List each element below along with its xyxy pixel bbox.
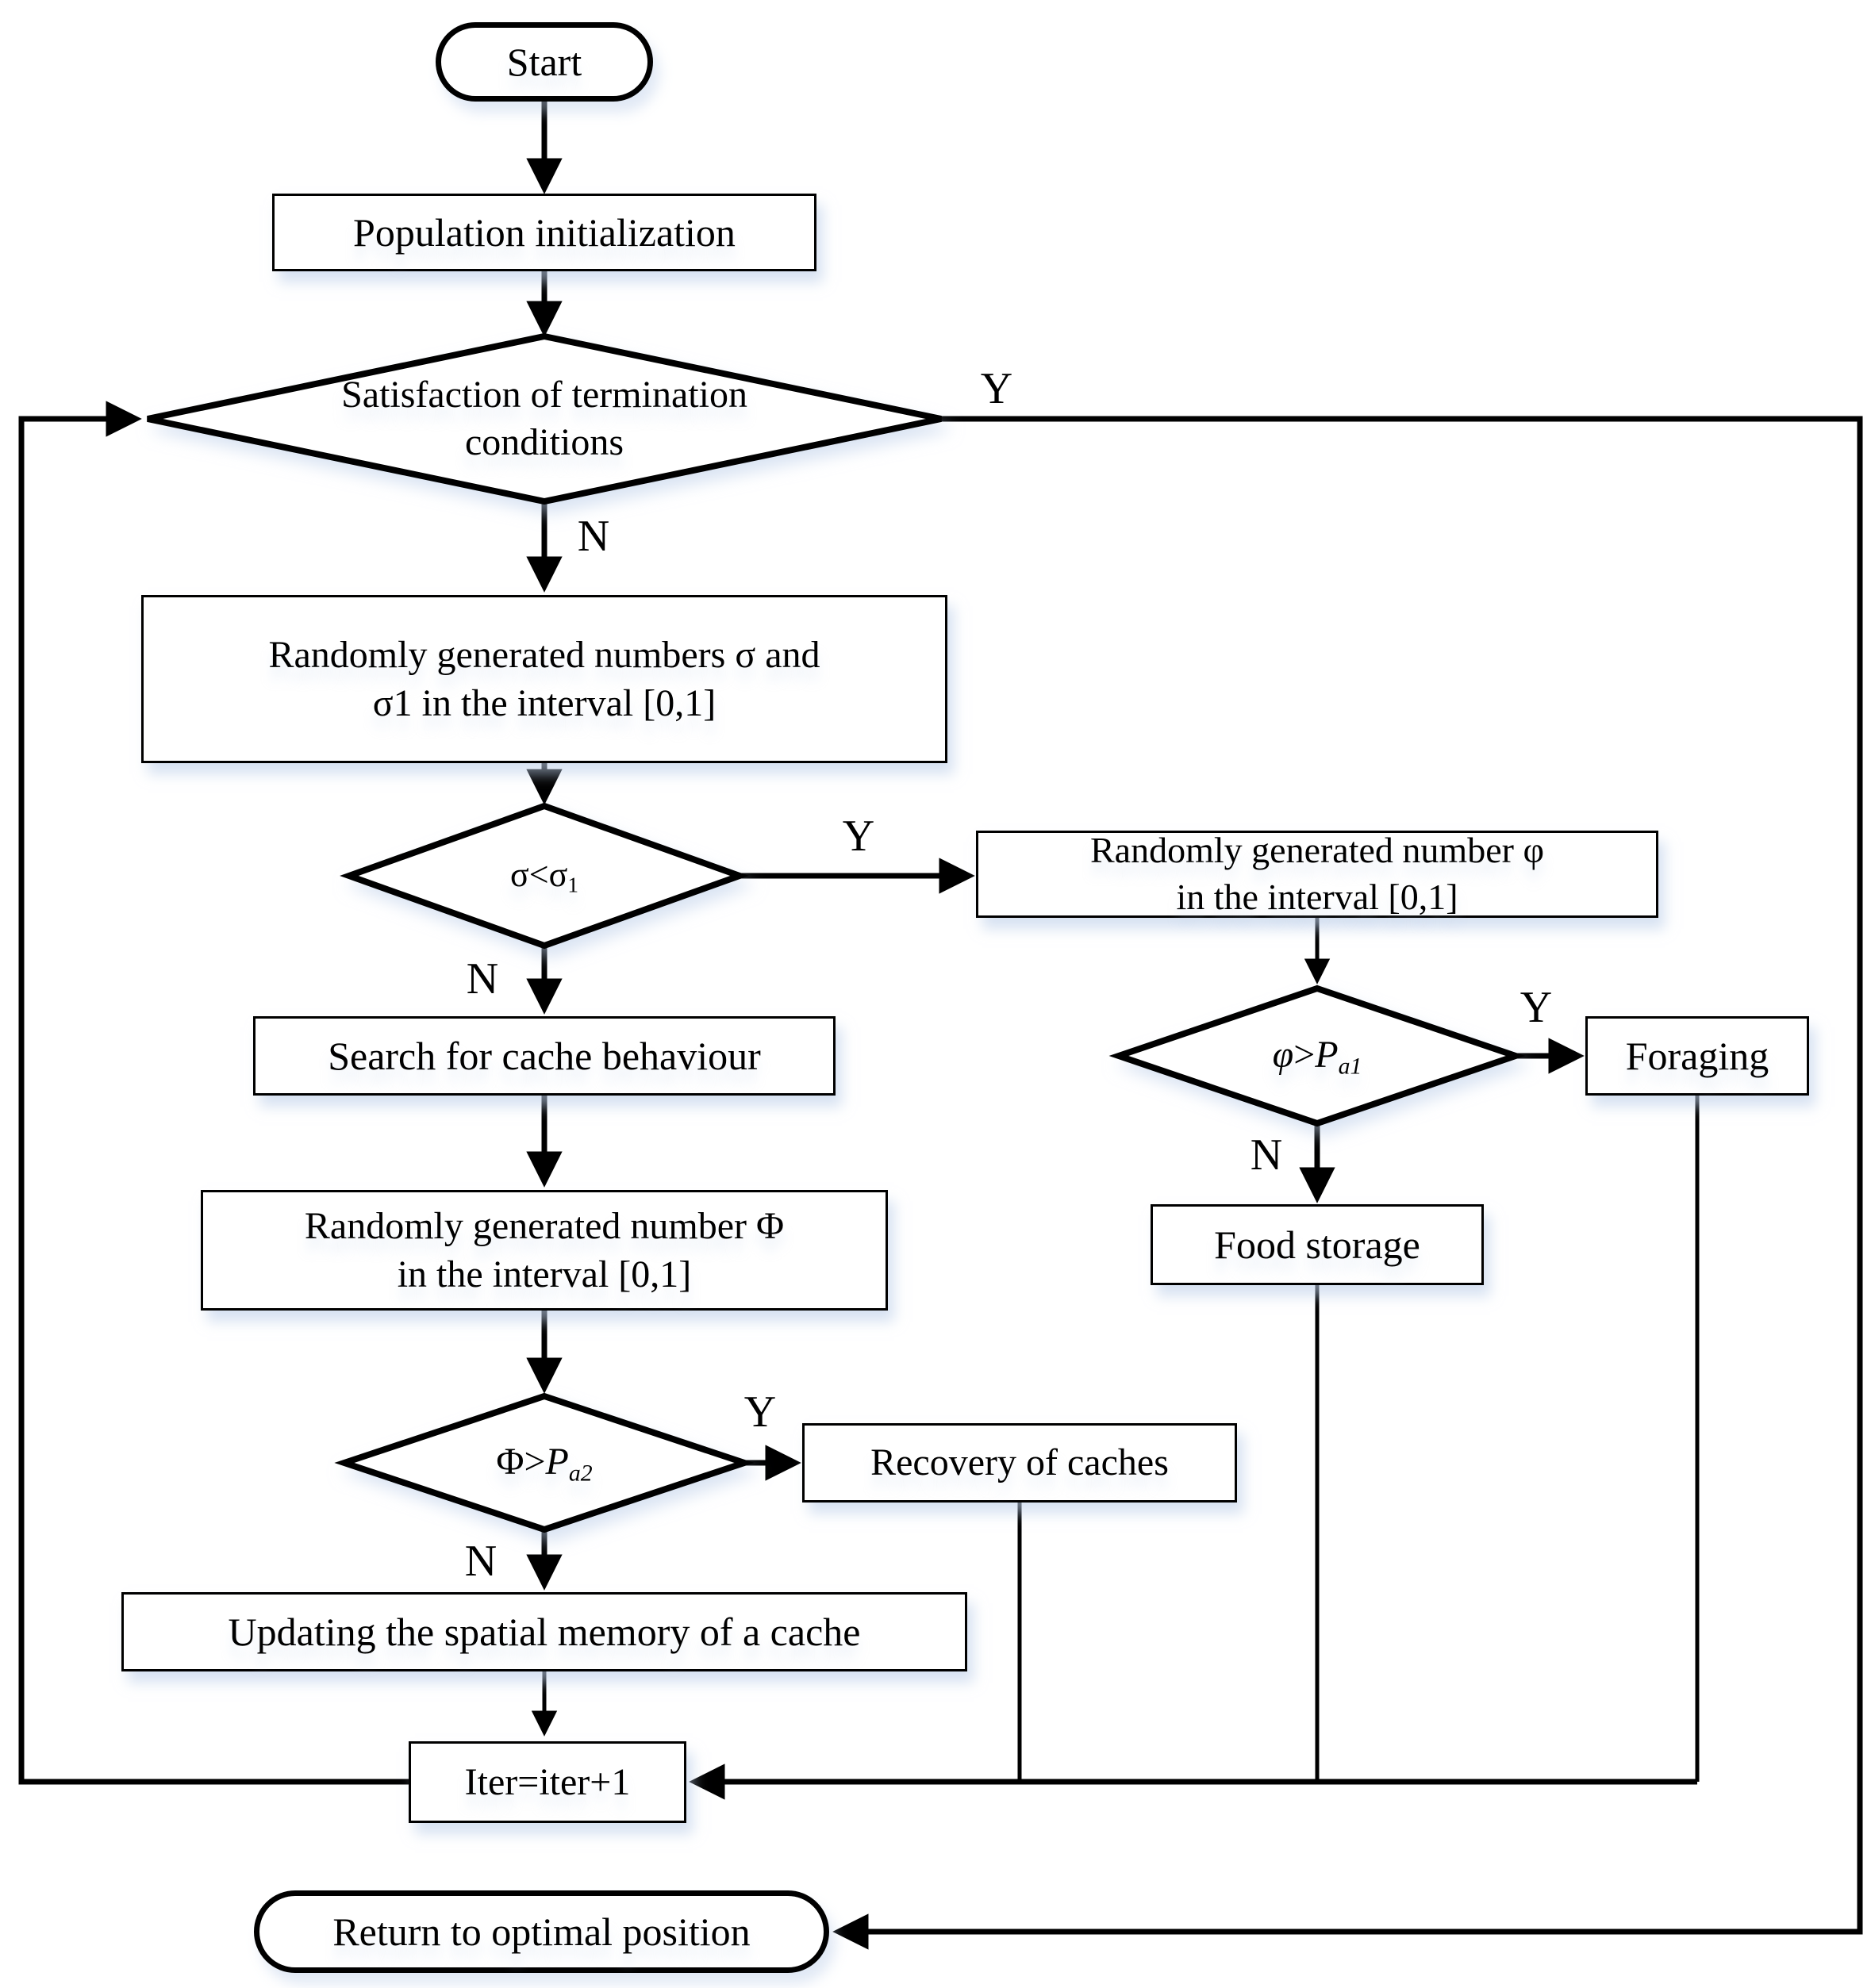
Phi-diamond-shape [334, 1392, 755, 1533]
termination-line2: conditions [465, 421, 624, 463]
food-storage-label: Food storage [1214, 1222, 1420, 1267]
phi-yes-label: Y [1519, 983, 1553, 1032]
updating-memory-label: Updating the spatial memory of a cache [228, 1610, 861, 1654]
updating-memory-node: Updating the spatial memory of a cache [121, 1592, 967, 1671]
termination-diamond-shape [147, 332, 942, 505]
phi-check-rhs: P [1315, 1033, 1339, 1076]
foraging-node: Foraging [1585, 1016, 1809, 1096]
start-node: Start [436, 22, 653, 102]
edge-iter-loopback [18, 401, 409, 1785]
phi-check-op: > [1293, 1033, 1316, 1076]
phi-no-label: N [1250, 1130, 1283, 1180]
phi-diamond-shape [1108, 984, 1526, 1127]
random-phi-line2: in the interval [0,1] [1176, 877, 1458, 917]
Phi-check-label: Φ>Pa2 [417, 1423, 671, 1503]
termination-line1: Satisfaction of termination [341, 374, 747, 416]
food-storage-node: Food storage [1151, 1204, 1484, 1285]
edge-termination-yes [832, 416, 1863, 1950]
random-Phi-line1: Randomly generated number Φ [304, 1204, 785, 1247]
termination-yes-label: Y [980, 364, 1013, 413]
Phi-yes-label: Y [743, 1387, 777, 1437]
start-label: Start [506, 40, 582, 84]
sigma-check-op: < [528, 855, 549, 895]
Phi-check-op: > [524, 1440, 546, 1483]
random-sigma-node: Randomly generated numbers σ and σ1 in t… [141, 595, 947, 763]
foraging-label: Foraging [1625, 1034, 1769, 1078]
iteration-counter-node: Iter=iter+1 [409, 1741, 686, 1823]
recovery-node: Recovery of caches [802, 1423, 1237, 1503]
return-node: Return to optimal position [254, 1890, 829, 1973]
search-cache-node: Search for cache behaviour [253, 1016, 836, 1096]
sigma-no-label: N [466, 954, 499, 1004]
sigma-check-var: σ [510, 855, 529, 895]
termination-no-label: N [577, 512, 610, 561]
random-Phi-line2: in the interval [0,1] [397, 1253, 692, 1295]
search-cache-label: Search for cache behaviour [328, 1034, 761, 1078]
population-initialization-node: Population initialization [272, 194, 816, 271]
sigma-yes-label: Y [842, 812, 875, 861]
random-sigma-line1: Randomly generated numbers σ and [268, 633, 820, 676]
sigma-diamond-shape [340, 802, 749, 950]
iteration-counter-label: Iter=iter+1 [464, 1760, 631, 1803]
recovery-label: Recovery of caches [870, 1441, 1169, 1484]
sigma-check-sub: 1 [567, 873, 578, 897]
phi-check-var: φ [1272, 1033, 1294, 1076]
random-phi-node: Randomly generated number φ in the inter… [976, 830, 1658, 918]
Phi-check-var: Φ [496, 1440, 524, 1483]
sigma-check-rhs: σ [548, 855, 568, 895]
termination-diamond-label: Satisfaction of termination conditions [267, 351, 822, 486]
random-sigma-line2: σ1 in the interval [0,1] [372, 682, 717, 724]
Phi-no-label: N [464, 1537, 498, 1586]
sigma-check-label: σ<σ1 [425, 836, 663, 915]
phi-check-label: φ>Pa1 [1190, 1016, 1444, 1096]
random-phi-line1: Randomly generated number φ [1090, 830, 1544, 871]
Phi-check-sub: a2 [568, 1460, 593, 1487]
phi-check-sub: a1 [1338, 1053, 1362, 1080]
population-initialization-label: Population initialization [353, 210, 736, 255]
return-label: Return to optimal position [332, 1909, 751, 1954]
Phi-check-rhs: P [545, 1440, 569, 1483]
random-Phi-node: Randomly generated number Φ in the inter… [201, 1190, 888, 1311]
